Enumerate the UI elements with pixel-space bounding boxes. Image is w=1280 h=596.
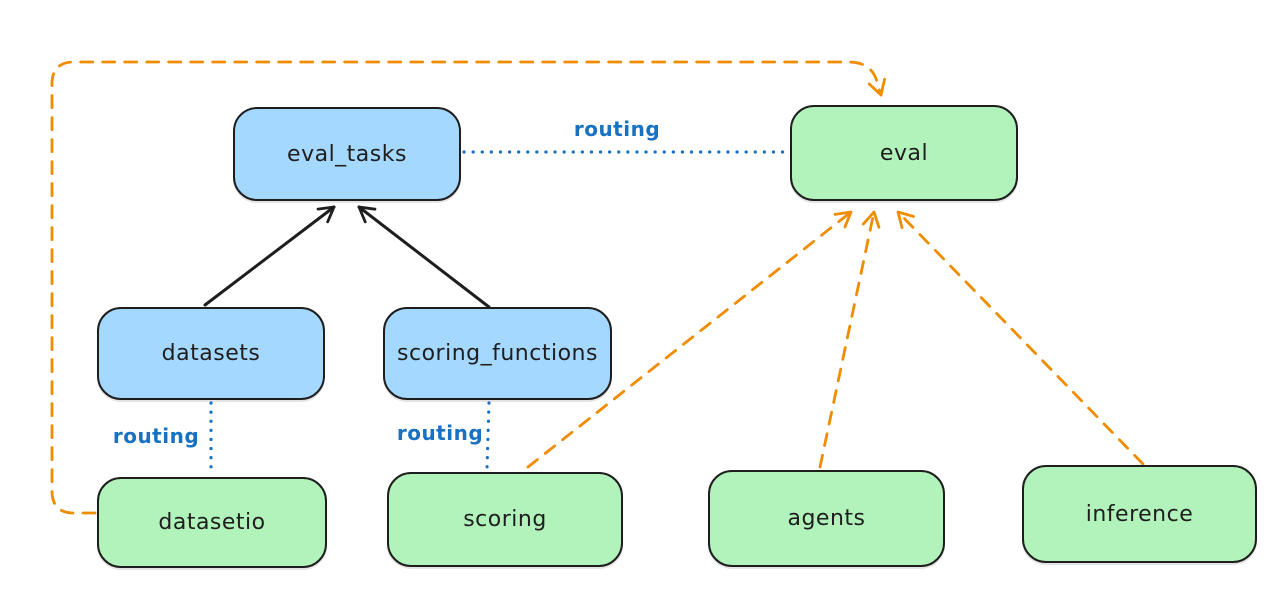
edge-scoring-functions-to-scoring-routing (485, 401, 491, 471)
node-eval-tasks: eval_tasks (233, 107, 461, 201)
node-datasets: datasets (97, 307, 325, 400)
edge-scoring-functions-to-eval-tasks (357, 205, 491, 309)
node-datasets-label: datasets (161, 341, 261, 366)
routing-label-scoring-functions-scoring: routing (396, 421, 484, 445)
routing-label-eval-tasks-eval: routing (573, 117, 661, 141)
node-eval-label: eval (879, 140, 929, 166)
node-inference-label: inference (1085, 501, 1194, 527)
node-scoring-label: scoring (463, 507, 547, 532)
node-inference: inference (1022, 465, 1257, 563)
edge-inference-to-eval (896, 210, 1145, 466)
node-datasetio: datasetio (97, 477, 327, 568)
edge-agents-to-eval (818, 210, 881, 469)
node-scoring-functions: scoring_functions (383, 307, 612, 400)
node-scoring: scoring (387, 472, 623, 567)
node-agents-label: agents (787, 506, 866, 531)
node-scoring-functions-label: scoring_functions (397, 341, 598, 366)
edge-datasets-to-eval-tasks (203, 205, 336, 307)
routing-label-datasets-datasetio: routing (112, 424, 200, 448)
node-datasetio-label: datasetio (158, 510, 266, 535)
node-eval: eval (790, 105, 1018, 201)
edge-scoring-to-eval (526, 210, 853, 469)
node-agents: agents (708, 470, 945, 567)
node-eval-tasks-label: eval_tasks (287, 141, 407, 167)
